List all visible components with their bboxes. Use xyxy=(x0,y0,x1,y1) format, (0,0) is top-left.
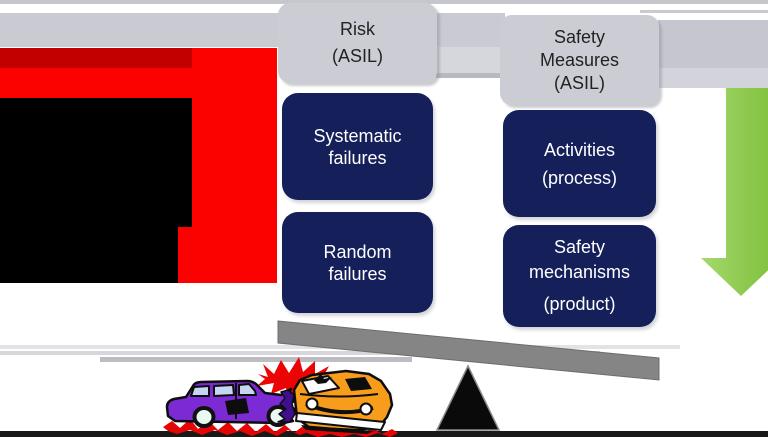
orange-car-hood-line xyxy=(299,393,379,398)
orange-car xyxy=(292,369,394,434)
safety-header-line: Safety xyxy=(553,26,606,47)
black-redaction-box xyxy=(0,98,192,227)
top-edge-band-right xyxy=(640,10,768,13)
orange-car-driver xyxy=(314,374,332,384)
box-random-failures: Random failures xyxy=(282,212,433,313)
streak-artifact xyxy=(100,357,412,362)
box-systematic-failures: Systematic failures xyxy=(282,93,433,200)
header-band-gap-edge xyxy=(436,73,505,78)
header-band-right-lower xyxy=(658,68,768,88)
purple-car xyxy=(165,379,298,428)
fulcrum-triangle xyxy=(435,364,501,431)
box-text-line: (product) xyxy=(543,294,616,314)
safety-header-line: (ASIL) xyxy=(553,72,605,93)
black-redaction-box-lower xyxy=(0,227,178,283)
safety-header-line: Measures xyxy=(539,49,620,70)
orange-car-underside xyxy=(301,425,374,434)
green-down-arrow-icon xyxy=(701,88,768,296)
header-band-right xyxy=(658,20,768,68)
box-safety-mechanisms-product: Safety mechanisms (product) xyxy=(503,225,656,327)
red-arrow-dark-strip xyxy=(0,48,192,68)
box-text-line: Systematic xyxy=(313,125,402,146)
orange-car-bumper xyxy=(295,412,386,431)
header-band-gap-lower xyxy=(436,47,505,73)
box-text-line: (process) xyxy=(541,167,617,188)
risk-header-line: (ASIL) xyxy=(331,46,383,66)
safety-measures-header-box: Safety Measures (ASIL) xyxy=(500,15,659,105)
car-crash-illustration xyxy=(163,357,398,437)
box-text-line: failures xyxy=(328,263,387,284)
orange-car-side-window xyxy=(345,377,372,391)
top-edge-band xyxy=(0,0,768,4)
purple-car-window xyxy=(190,385,210,397)
purple-car-window xyxy=(213,384,235,397)
seesaw-beam xyxy=(277,320,660,381)
box-text-line: mechanisms xyxy=(528,262,631,282)
box-text-line: Random xyxy=(323,241,392,262)
purple-car-panel xyxy=(225,398,249,415)
orange-car-headlight xyxy=(305,397,319,411)
red-down-arrow-icon xyxy=(0,48,277,283)
crash-splatter-left xyxy=(163,419,308,436)
orange-car-headlight xyxy=(359,402,373,416)
purple-car-front-wheel xyxy=(192,406,216,428)
box-activities-process: Activities (process) xyxy=(503,110,656,217)
streak-artifact xyxy=(0,351,600,355)
box-text-line: Activities xyxy=(543,139,615,160)
box-text-line: failures xyxy=(328,147,387,168)
risk-header-box: Risk (ASIL) xyxy=(278,3,437,83)
box-text-line: Safety xyxy=(553,237,606,257)
purple-car-window xyxy=(238,383,257,396)
risk-header-line: Risk xyxy=(340,19,375,39)
